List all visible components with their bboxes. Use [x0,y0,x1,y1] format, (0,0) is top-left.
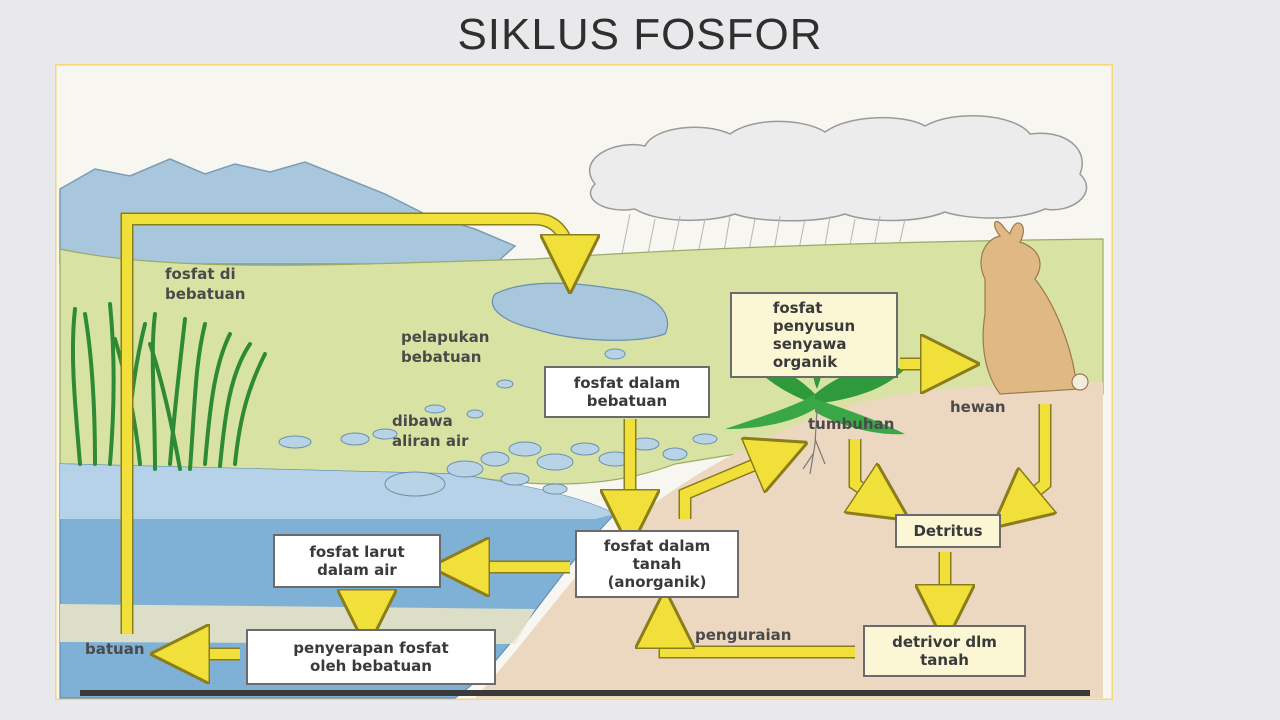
box-penyerapan-fosfat-text: penyerapan fosfat oleh bebatuan [293,639,449,675]
diagram-illustration [55,64,1113,700]
pebbles [278,348,718,497]
box-fosfat-penyusun-text: fosfat penyusun senyawa organik [772,299,856,371]
box-fosfat-larut-text: fosfat larut dalam air [309,543,405,579]
box-detritus-text: Detritus [913,522,983,540]
label-penguraian: penguraian [695,626,792,644]
cloud [588,115,1088,222]
label-fosfat-di-bebatuan: fosfat di bebatuan [165,265,246,303]
box-penyerapan-fosfat: penyerapan fosfat oleh bebatuan [246,629,496,685]
box-fosfat-dalam-tanah: fosfat dalam tanah (anorganik) [575,530,739,598]
box-detritus: Detritus [895,514,1001,548]
arrows [120,212,1045,654]
label-tumbuhan: tumbuhan [808,415,895,433]
water-surface [60,464,615,519]
box-fosfat-larut-dalam-air: fosfat larut dalam air [273,534,441,588]
box-fosfat-dalam-bebatuan-text: fosfat dalam bebatuan [573,374,681,410]
label-pelapukan-bebatuan: pelapukan bebatuan [401,328,490,366]
label-dibawa-aliran-air: dibawa aliran air [392,412,469,450]
box-fosfat-dalam-tanah-text: fosfat dalam tanah (anorganik) [603,537,711,591]
diagram-frame: fosfat di bebatuan pelapukan bebatuan di… [55,64,1113,700]
frame-bottom [80,690,1090,696]
box-detrivor-text: detrivor dlm tanah [892,633,997,669]
label-batuan: batuan [85,640,145,658]
label-hewan: hewan [950,398,1006,416]
rabbit [980,220,1089,395]
page-title: SIKLUS FOSFOR [457,10,823,59]
box-fosfat-dalam-bebatuan: fosfat dalam bebatuan [544,366,710,418]
box-detrivor-dlm-tanah: detrivor dlm tanah [863,625,1026,677]
box-fosfat-penyusun-senyawa-organik: fosfat penyusun senyawa organik [730,292,898,378]
